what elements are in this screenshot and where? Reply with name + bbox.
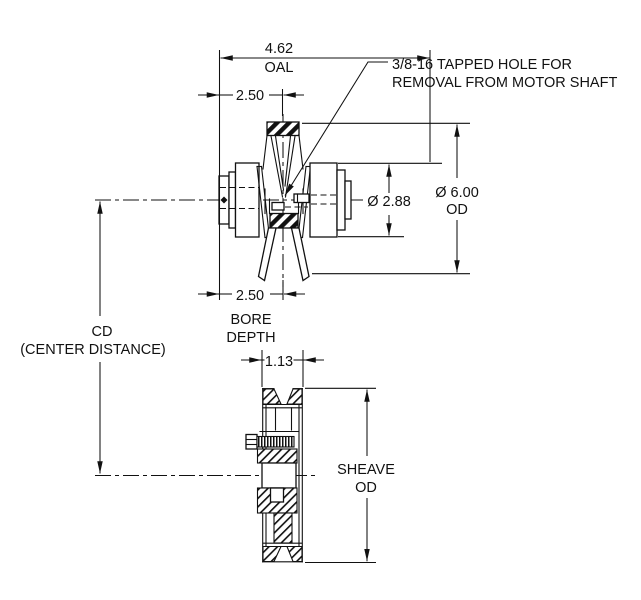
- sheave-flange-bottom-left: [262, 545, 282, 563]
- rim-edge-right: [298, 134, 304, 170]
- sheave-width-value: 1.13: [265, 354, 293, 370]
- motor-pulley-front-section: [95, 114, 365, 287]
- dim-outer-diameter: Ø 6.00 OD: [302, 122, 479, 275]
- shaft-end-cap: [218, 171, 237, 229]
- bushing-cap-screw: [245, 433, 295, 450]
- bore-depth-label-1: BORE: [230, 312, 271, 328]
- dim-center-distance: CD (CENTER DISTANCE): [20, 201, 166, 474]
- keyway-notch: [269, 487, 285, 503]
- bore-depth-label-2: DEPTH: [226, 330, 275, 346]
- sheave-side-section: [95, 388, 315, 563]
- dim-hub-diameter: Ø 2.88: [338, 162, 442, 238]
- sheave-od-label-1: SHEAVE: [337, 462, 395, 478]
- tapped-hole-detail: [271, 193, 310, 211]
- pulley-rim-top-section: [266, 121, 300, 137]
- cd-sub-label: (CENTER DISTANCE): [20, 342, 166, 358]
- od-value: Ø 6.00: [435, 185, 479, 201]
- od-label: OD: [446, 202, 468, 218]
- sheave-flange-top-right: [286, 388, 303, 405]
- dim-sheave-od: SHEAVE OD: [305, 387, 395, 564]
- rim-edge-left: [262, 134, 268, 170]
- leader-tapped-hole-note: 3/8-16 TAPPED HOLE FOR REMOVAL FROM MOTO…: [284, 57, 617, 196]
- flange-leg-left: [257, 227, 277, 282]
- sheave-web: [259, 407, 299, 433]
- dim-oal: 4.62 OAL: [218, 41, 431, 300]
- sheave-od-label-2: OD: [355, 480, 377, 496]
- sheave-flange-bottom-right: [286, 545, 303, 563]
- dim-hub-length: 2.50: [198, 88, 304, 116]
- dim-bore-depth: 2.50 BORE DEPTH: [198, 280, 305, 346]
- hub-diameter-value: Ø 2.88: [367, 194, 411, 210]
- hub-length-value: 2.50: [236, 88, 264, 104]
- note-line-2: REMOVAL FROM MOTOR SHAFT: [392, 75, 617, 91]
- dim-sheave-width: 1.13: [241, 350, 324, 387]
- sheave-flange-top-left: [262, 388, 282, 405]
- note-line-1: 3/8-16 TAPPED HOLE FOR: [392, 57, 572, 73]
- oal-value: 4.62: [265, 41, 293, 57]
- oal-label: OAL: [264, 60, 293, 76]
- flange-leg-right: [290, 227, 310, 282]
- left-hub: [234, 162, 260, 238]
- set-screw-dot: [220, 196, 228, 204]
- screw-threads: [256, 435, 295, 448]
- right-hub: [309, 162, 352, 238]
- bore-depth-value: 2.50: [236, 288, 264, 304]
- cd-label: CD: [92, 324, 113, 340]
- sheave-hub: [256, 448, 298, 544]
